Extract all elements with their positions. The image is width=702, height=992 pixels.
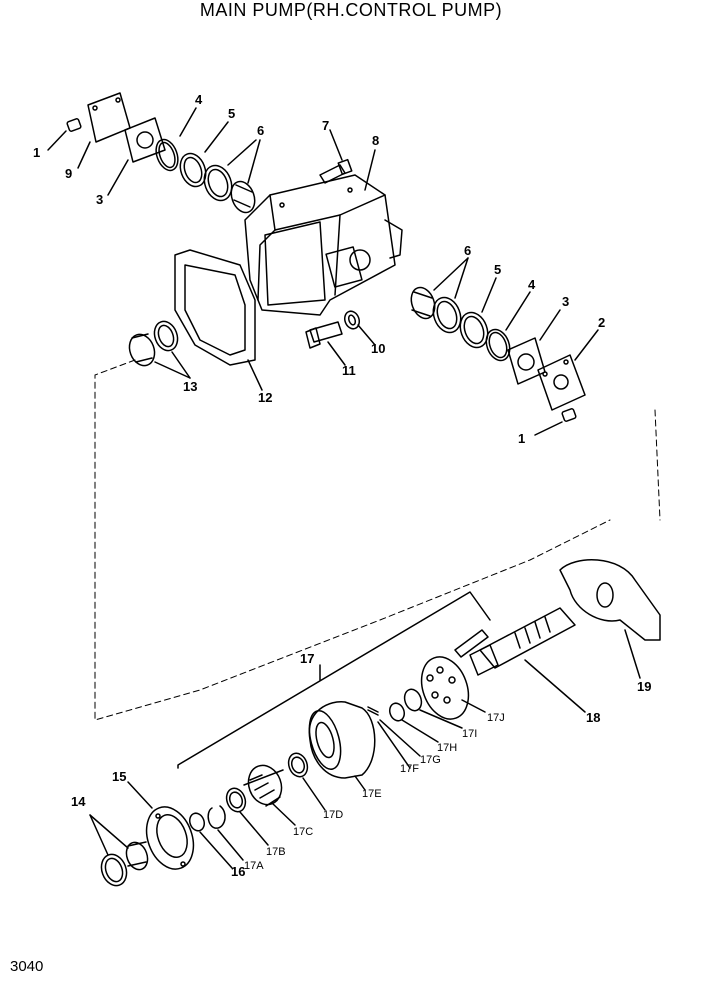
part-17h-spherical-bushing (388, 702, 439, 743)
part-17b-washer (225, 787, 269, 846)
label-1-right: 1 (518, 431, 525, 446)
label-7: 7 (322, 118, 329, 133)
label-14: 14 (71, 794, 86, 809)
label-3-right: 3 (562, 294, 569, 309)
label-17i: 17I (462, 728, 477, 740)
page-number: 3040 (10, 958, 44, 975)
part-3-gasket-top (107, 117, 166, 196)
part-6-bearing-right (410, 257, 469, 334)
label-17g: 17G (420, 754, 441, 766)
part-17e-cylinder-block (308, 701, 376, 791)
part-5-ring-top (179, 121, 229, 188)
label-17d: 17D (323, 809, 343, 821)
part-17i-ring (403, 688, 463, 729)
part-17j-valve-plate (420, 656, 486, 720)
label-1-top: 1 (33, 145, 40, 160)
part-10-washer (343, 310, 376, 346)
label-17e: 17E (362, 788, 382, 800)
label-18: 18 (586, 710, 600, 725)
part-16-snap-ring (188, 812, 233, 869)
label-12: 12 (258, 390, 272, 405)
part-17-group-bracket (177, 591, 491, 769)
label-13: 13 (183, 379, 197, 394)
label-9: 9 (65, 166, 72, 181)
label-17j: 17J (487, 712, 505, 724)
part-11-bolt (305, 321, 346, 366)
part-4-oring-right (485, 291, 531, 362)
label-11: 11 (342, 363, 356, 378)
alignment-dashed-lines (94, 359, 661, 721)
part-17d-washer (287, 752, 326, 811)
label-10: 10 (371, 341, 385, 356)
part-7-bolt (319, 129, 353, 184)
label-8: 8 (372, 133, 379, 148)
part-17c-spring (243, 764, 296, 826)
label-5-top: 5 (228, 106, 235, 121)
part-12-housing-gasket (174, 249, 263, 391)
part-5-ring-right (459, 277, 497, 349)
label-17b: 17B (266, 846, 286, 858)
label-16: 16 (231, 864, 245, 879)
label-17c: 17C (293, 826, 313, 838)
label-2: 2 (598, 315, 605, 330)
part-17g-pin (367, 706, 421, 757)
label-5-right: 5 (494, 262, 501, 277)
part-6-bearing-top (203, 139, 261, 214)
part-15-end-plate (127, 781, 195, 870)
part-labels: 1 9 3 4 5 6 7 8 6 5 4 3 2 10 11 12 13 1 … (33, 92, 651, 879)
part-17a-snap-ring (207, 805, 244, 861)
part-1-bolt-right (534, 408, 577, 436)
shaft-key-pin (454, 629, 489, 658)
label-17f: 17F (400, 763, 419, 775)
label-3-top: 3 (96, 192, 103, 207)
label-15: 15 (112, 769, 126, 784)
label-4-right: 4 (528, 277, 536, 292)
part-8-pump-housing (244, 149, 403, 316)
page-title: MAIN PUMP(RH.CONTROL PUMP) (199, 0, 503, 20)
part-3-gasket-right (507, 309, 561, 385)
label-17: 17 (300, 651, 314, 666)
part-1-bolt-top (47, 118, 82, 151)
part-13-bearing-left (128, 320, 191, 379)
label-17a: 17A (244, 860, 264, 872)
label-6-top: 6 (257, 123, 264, 138)
part-17f-pin (377, 721, 411, 769)
label-4-top: 4 (195, 92, 203, 107)
label-6-right: 6 (464, 243, 471, 258)
part-18-drive-shaft (469, 607, 586, 713)
part-19-swash-plate (559, 559, 661, 679)
label-19: 19 (637, 679, 651, 694)
part-9-cover-plate (77, 92, 131, 169)
part-14-bearing (89, 814, 149, 887)
part-2-cover-right (537, 329, 599, 411)
part-4-oring-top (155, 107, 197, 172)
label-17h: 17H (437, 742, 457, 754)
